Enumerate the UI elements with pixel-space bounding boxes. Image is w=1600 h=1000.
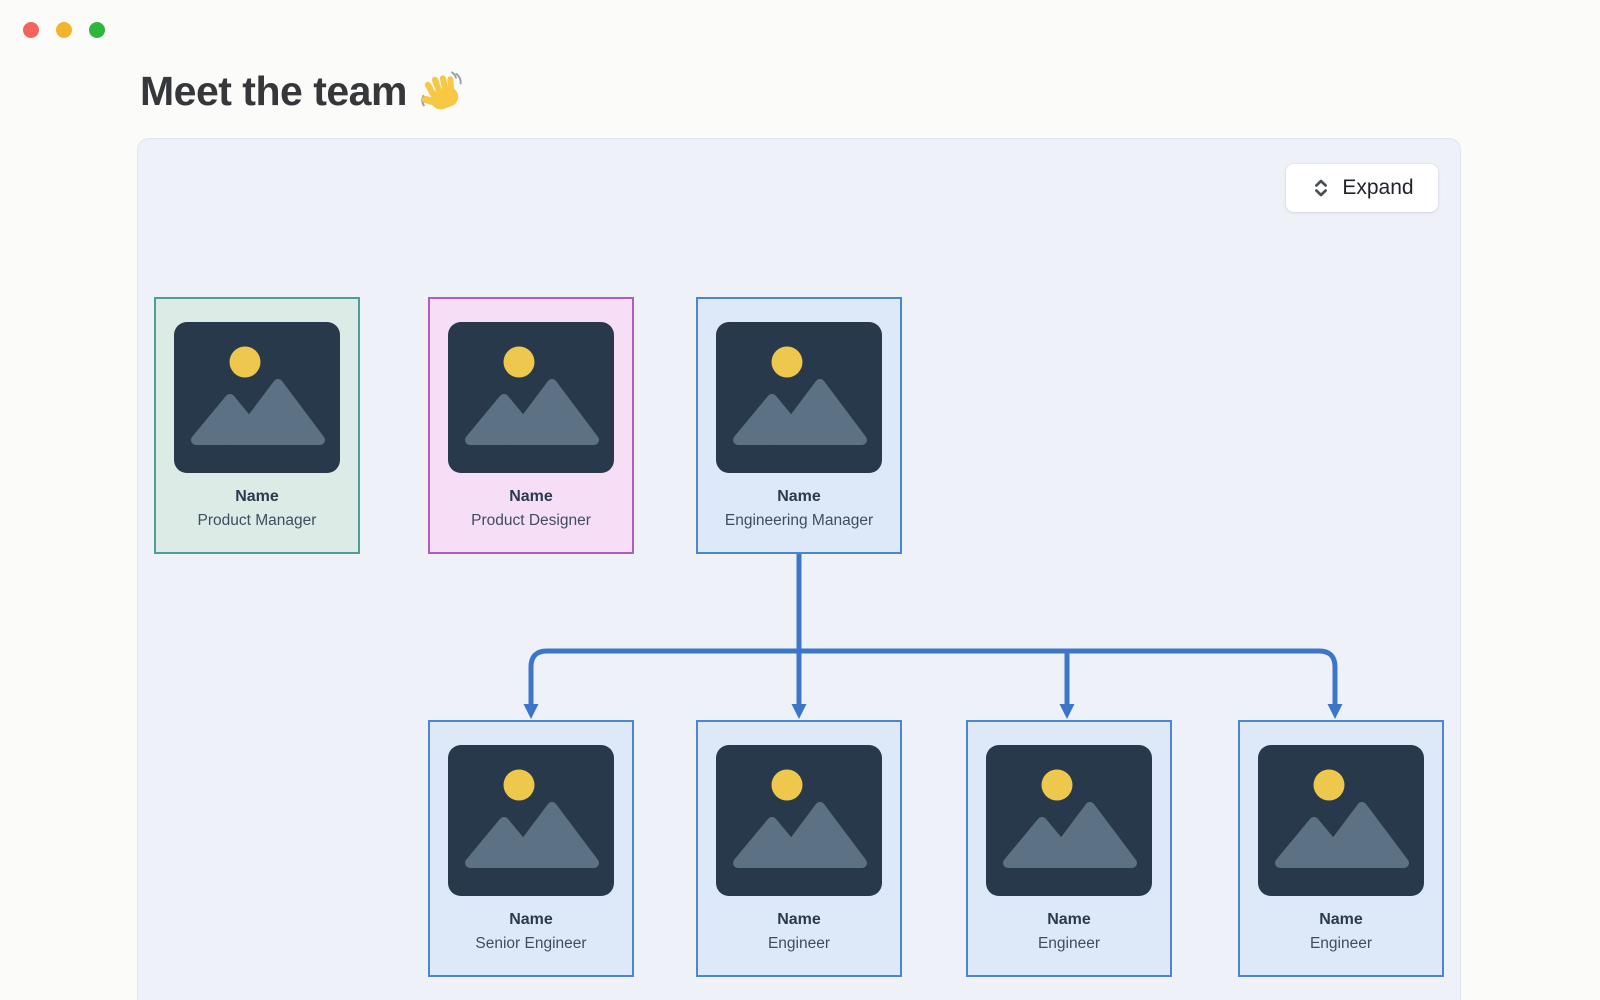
zoom-window-button[interactable] bbox=[89, 22, 105, 38]
org-card-engineer-3[interactable]: Name Engineer bbox=[1238, 720, 1444, 977]
org-card-product-manager[interactable]: Name Product Manager bbox=[154, 297, 360, 554]
photo-placeholder-icon bbox=[174, 322, 340, 473]
photo-placeholder-icon bbox=[448, 322, 614, 473]
photo-placeholder-icon bbox=[986, 745, 1152, 896]
org-chart-canvas: Expand Name Product Manager Name bbox=[137, 138, 1461, 1000]
member-name: Name bbox=[1047, 911, 1091, 928]
expand-button-label: Expand bbox=[1342, 176, 1414, 199]
expand-button[interactable]: Expand bbox=[1286, 164, 1438, 212]
photo-placeholder-icon bbox=[716, 322, 882, 473]
org-card-engineering-manager[interactable]: Name Engineering Manager bbox=[696, 297, 902, 554]
page-title[interactable]: Meet the team bbox=[140, 66, 465, 116]
member-role: Product Designer bbox=[471, 512, 591, 529]
member-name: Name bbox=[509, 911, 553, 928]
org-card-engineer-2[interactable]: Name Engineer bbox=[966, 720, 1172, 977]
waving-hand-icon bbox=[421, 71, 462, 110]
member-name: Name bbox=[1319, 911, 1363, 928]
member-role: Engineer bbox=[1309, 935, 1373, 952]
org-card-product-designer[interactable]: Name Product Designer bbox=[428, 297, 634, 554]
photo-placeholder-icon bbox=[716, 745, 882, 896]
member-role: Product Manager bbox=[197, 512, 317, 529]
arrowhead-icons bbox=[523, 704, 1343, 719]
org-card-senior-engineer[interactable]: Name Senior Engineer bbox=[428, 720, 634, 977]
member-name: Name bbox=[235, 488, 279, 505]
member-name: Name bbox=[777, 488, 821, 505]
member-role: Engineering Manager bbox=[724, 512, 874, 529]
member-name: Name bbox=[777, 911, 821, 928]
window-controls bbox=[23, 22, 105, 38]
photo-placeholder-icon bbox=[448, 745, 614, 896]
member-role: Engineer bbox=[767, 935, 831, 952]
member-role: Engineer bbox=[1037, 935, 1101, 952]
member-role: Senior Engineer bbox=[475, 935, 587, 952]
photo-placeholder-icon bbox=[1258, 745, 1424, 896]
org-card-engineer-1[interactable]: Name Engineer bbox=[696, 720, 902, 977]
unfold-vertical-chevrons-icon bbox=[1315, 179, 1328, 197]
minimize-window-button[interactable] bbox=[56, 22, 72, 38]
member-name: Name bbox=[509, 488, 553, 505]
page-title-text: Meet the team bbox=[140, 67, 407, 114]
close-window-button[interactable] bbox=[23, 22, 39, 38]
